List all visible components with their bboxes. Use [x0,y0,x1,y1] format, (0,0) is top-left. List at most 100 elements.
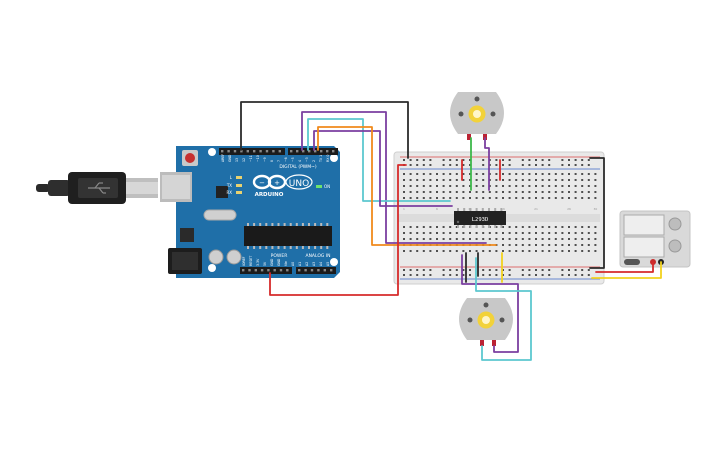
breadboard-hole[interactable] [429,185,432,187]
breadboard-hole[interactable] [581,191,584,193]
breadboard-hole[interactable] [554,185,557,187]
header-pin[interactable] [310,269,314,272]
breadboard-hole[interactable] [482,269,485,271]
breadboard-hole[interactable] [429,197,432,199]
breadboard-hole[interactable] [581,226,584,228]
header-pin[interactable] [296,150,299,153]
breadboard-hole[interactable] [422,238,425,240]
breadboard-hole[interactable] [455,232,458,234]
breadboard-hole[interactable] [488,191,491,193]
breadboard-hole[interactable] [482,179,485,181]
header-pin[interactable] [246,150,249,153]
header-pin[interactable] [298,269,301,272]
breadboard-hole[interactable] [442,173,445,175]
breadboard-hole[interactable] [508,232,511,234]
wire-teal[interactable] [307,118,451,202]
breadboard-hole[interactable] [568,164,570,166]
breadboard-hole[interactable] [449,197,452,199]
breadboard-hole[interactable] [548,197,551,199]
breadboard-hole[interactable] [515,250,518,252]
breadboard-hole[interactable] [568,232,570,234]
breadboard-hole[interactable] [548,232,551,234]
breadboard-hole[interactable] [469,250,471,252]
wire-purple-bottom[interactable] [461,254,519,353]
breadboard-hole[interactable] [436,250,438,252]
breadboard-hole[interactable] [495,159,498,161]
breadboard-hole[interactable] [541,269,544,271]
breadboard-hole[interactable] [515,232,518,234]
breadboard-hole[interactable] [554,238,557,240]
breadboard-hole[interactable] [535,173,537,175]
breadboard-hole[interactable] [568,250,570,252]
breadboard-hole[interactable] [515,226,518,228]
breadboard-hole[interactable] [587,185,590,187]
breadboard-hole[interactable] [528,173,531,175]
breadboard-hole[interactable] [574,164,577,166]
breadboard-hole[interactable] [574,274,577,276]
breadboard-hole[interactable] [541,244,544,246]
breadboard-hole[interactable] [541,159,544,161]
breadboard-hole[interactable] [581,232,584,234]
breadboard-hole[interactable] [528,191,531,193]
breadboard-hole[interactable] [482,250,485,252]
breadboard-hole[interactable] [515,197,518,199]
breadboard-hole[interactable] [475,250,478,252]
breadboard-hole[interactable] [594,232,597,234]
breadboard-hole[interactable] [462,197,465,199]
breadboard-hole[interactable] [548,173,551,175]
breadboard-hole[interactable] [581,244,584,246]
breadboard-hole[interactable] [521,197,524,199]
breadboard-hole[interactable] [561,173,564,175]
breadboard-hole[interactable] [449,269,452,271]
breadboard-hole[interactable] [594,244,597,246]
breadboard-hole[interactable] [436,191,438,193]
breadboard-hole[interactable] [535,238,537,240]
breadboard-hole[interactable] [541,274,544,276]
breadboard-hole[interactable] [548,269,551,271]
breadboard-hole[interactable] [521,173,524,175]
breadboard-hole[interactable] [409,179,412,181]
breadboard-hole[interactable] [455,238,458,240]
breadboard-hole[interactable] [574,232,577,234]
breadboard-hole[interactable] [508,185,511,187]
breadboard-hole[interactable] [429,250,432,252]
breadboard-hole[interactable] [449,173,452,175]
breadboard-hole[interactable] [482,185,485,187]
wire-orange[interactable] [317,126,497,246]
breadboard-hole[interactable] [422,173,425,175]
breadboard-hole[interactable] [594,179,597,181]
breadboard-hole[interactable] [554,179,557,181]
breadboard-hole[interactable] [521,164,524,166]
breadboard-hole[interactable] [521,191,524,193]
breadboard-hole[interactable] [587,159,590,161]
breadboard-hole[interactable] [528,274,531,276]
breadboard-hole[interactable] [521,226,524,228]
breadboard-hole[interactable] [422,250,425,252]
breadboard-hole[interactable] [515,244,518,246]
breadboard-hole[interactable] [475,232,478,234]
breadboard-hole[interactable] [422,197,425,199]
breadboard-hole[interactable] [502,269,504,271]
breadboard-hole[interactable] [502,232,504,234]
breadboard-hole[interactable] [455,274,458,276]
breadboard-hole[interactable] [469,185,471,187]
breadboard-hole[interactable] [475,191,478,193]
breadboard-hole[interactable] [495,232,498,234]
header-pin[interactable] [227,150,230,153]
breadboard-hole[interactable] [403,173,405,175]
breadboard-hole[interactable] [422,179,425,181]
header-pin[interactable] [278,150,281,153]
breadboard-hole[interactable] [548,191,551,193]
header-pin[interactable] [286,269,289,272]
breadboard-hole[interactable] [436,232,438,234]
breadboard-hole[interactable] [574,226,577,228]
breadboard-hole[interactable] [488,232,491,234]
breadboard-hole[interactable] [535,226,537,228]
breadboard-hole[interactable] [403,179,405,181]
breadboard-hole[interactable] [548,179,551,181]
breadboard-hole[interactable] [455,173,458,175]
breadboard-hole[interactable] [548,250,551,252]
breadboard-hole[interactable] [535,185,537,187]
breadboard-hole[interactable] [574,179,577,181]
breadboard-hole[interactable] [429,159,432,161]
